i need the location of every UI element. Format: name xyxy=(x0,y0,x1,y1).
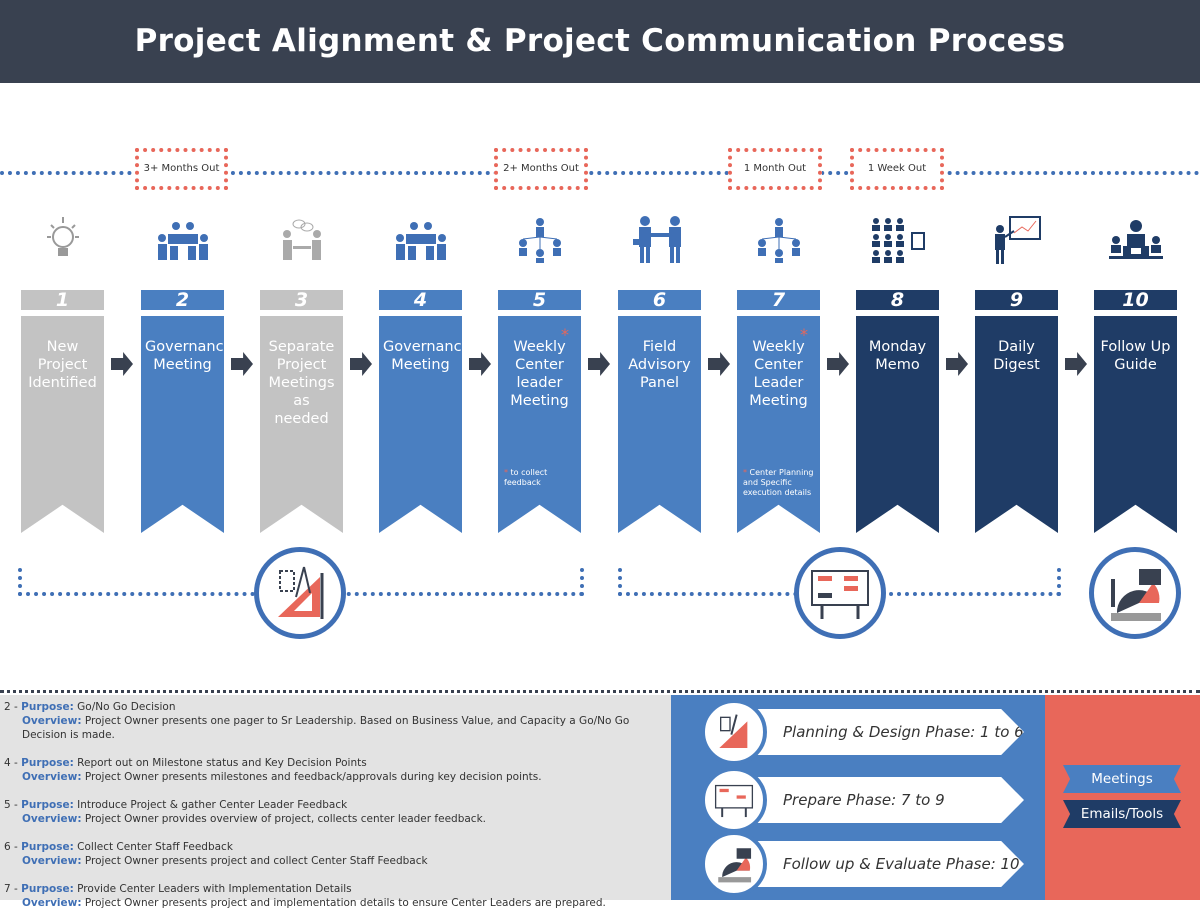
step-1: 1 New Project Identified xyxy=(21,208,104,533)
step-3: 3 Separate Project Meetings as needed xyxy=(260,208,343,533)
step-7: 7 Weekly Center Leader Meeting * * Center… xyxy=(737,208,820,533)
step-ribbon: Governance Meeting xyxy=(141,316,224,533)
step-label: Weekly Center leader Meeting xyxy=(510,339,569,409)
step-label: New Project Identified xyxy=(28,339,97,391)
team-laptop-icon xyxy=(1094,208,1177,272)
step-ribbon: Weekly Center leader Meeting * * to colle… xyxy=(498,316,581,533)
presenter-icon xyxy=(975,208,1058,272)
step-8: 8 Monday Memo xyxy=(856,208,939,533)
timeline-marker-1-week: 1 Week Out xyxy=(850,148,944,190)
step-number: 2 xyxy=(141,290,224,310)
step-note: * to collect feedback xyxy=(504,468,548,487)
step-ribbon: Separate Project Meetings as needed xyxy=(260,316,343,533)
step-number: 10 xyxy=(1094,290,1177,310)
step-label: Separate Project Meetings as needed xyxy=(268,339,335,427)
step-label: Governance Meeting xyxy=(383,339,471,373)
arrow-icon xyxy=(708,352,730,376)
org-chart-icon xyxy=(498,208,581,272)
step-ribbon: Follow Up Guide xyxy=(1094,316,1177,533)
step-ribbon: Weekly Center Leader Meeting * * Center P… xyxy=(737,316,820,533)
meeting-table-icon xyxy=(379,208,462,272)
planning-board-icon xyxy=(794,547,886,639)
asterisk-marker: * xyxy=(800,325,808,344)
step-ribbon: Daily Digest xyxy=(975,316,1058,533)
step-number: 7 xyxy=(737,290,820,310)
note-item: 7 - Purpose: Provide Center Leaders with… xyxy=(4,883,606,909)
type-legend-panel: Meetings Emails/Tools xyxy=(1045,695,1200,900)
timeline-marker-1-month: 1 Month Out xyxy=(728,148,822,190)
drafting-tools-icon xyxy=(701,699,767,765)
evaluate-chart-icon xyxy=(1089,547,1181,639)
arrow-icon xyxy=(827,352,849,376)
arrow-icon xyxy=(469,352,491,376)
step-ribbon: Monday Memo xyxy=(856,316,939,533)
phase-planning-design: Planning & Design Phase: 1 to 6 xyxy=(739,709,1024,755)
arrow-icon xyxy=(231,352,253,376)
note-item: 6 - Purpose: Collect Center Staff Feedba… xyxy=(4,841,428,867)
lightbulb-icon xyxy=(21,208,104,272)
legend-emails-tools: Emails/Tools xyxy=(1063,800,1181,828)
step-number: 9 xyxy=(975,290,1058,310)
asterisk-marker: * xyxy=(561,325,569,344)
meeting-table-icon xyxy=(141,208,224,272)
step-5: 5 Weekly Center leader Meeting * * to col… xyxy=(498,208,581,533)
note-item: 4 - Purpose: Report out on Milestone sta… xyxy=(4,757,542,783)
planning-board-icon xyxy=(701,767,767,833)
step-ribbon: New Project Identified xyxy=(21,316,104,533)
note-item: 5 - Purpose: Introduce Project & gather … xyxy=(4,799,486,825)
step-number: 5 xyxy=(498,290,581,310)
step-2: 2 Governance Meeting xyxy=(141,208,224,533)
phase-legend-panel: Planning & Design Phase: 1 to 6 Prepare … xyxy=(671,695,1045,900)
step-label: Follow Up Guide xyxy=(1100,339,1171,373)
group-memo-icon xyxy=(856,208,939,272)
step-number: 1 xyxy=(21,290,104,310)
discussion-icon xyxy=(260,208,343,272)
step-label: Field Advisory Panel xyxy=(628,339,691,391)
step-4: 4 Governance Meeting xyxy=(379,208,462,533)
step-label: Monday Memo xyxy=(868,339,927,373)
step-label: Weekly Center Leader Meeting xyxy=(749,339,808,409)
timeline-marker-3-months: 3+ Months Out xyxy=(135,148,228,190)
arrow-icon xyxy=(1065,352,1087,376)
drafting-tools-icon xyxy=(254,547,346,639)
step-ribbon: Governance Meeting xyxy=(379,316,462,533)
step-number: 6 xyxy=(618,290,701,310)
legend-meetings: Meetings xyxy=(1063,765,1181,793)
timeline-marker-2-months: 2+ Months Out xyxy=(494,148,588,190)
handshake-icon xyxy=(618,208,701,272)
arrow-icon xyxy=(588,352,610,376)
step-number: 8 xyxy=(856,290,939,310)
step-9: 9 Daily Digest xyxy=(975,208,1058,533)
step-label: Daily Digest xyxy=(993,339,1040,373)
arrow-icon xyxy=(111,352,133,376)
phase-follow-up-evaluate: Follow up & Evaluate Phase: 10 xyxy=(739,841,1024,887)
step-note: * Center Planning and Specific execution… xyxy=(743,468,814,497)
step-label: Governance Meeting xyxy=(145,339,233,373)
phase-prepare: Prepare Phase: 7 to 9 xyxy=(739,777,1024,823)
arrow-icon xyxy=(946,352,968,376)
step-number: 4 xyxy=(379,290,462,310)
step-10: 10 Follow Up Guide xyxy=(1094,208,1177,533)
org-chart-icon xyxy=(737,208,820,272)
arrow-icon xyxy=(350,352,372,376)
section-divider xyxy=(0,690,1200,693)
step-ribbon: Field Advisory Panel xyxy=(618,316,701,533)
step-number: 3 xyxy=(260,290,343,310)
step-6: 6 Field Advisory Panel xyxy=(618,208,701,533)
evaluate-chart-icon xyxy=(701,831,767,897)
page-title: Project Alignment & Project Communicatio… xyxy=(0,0,1200,83)
timeline-line xyxy=(0,171,1200,175)
